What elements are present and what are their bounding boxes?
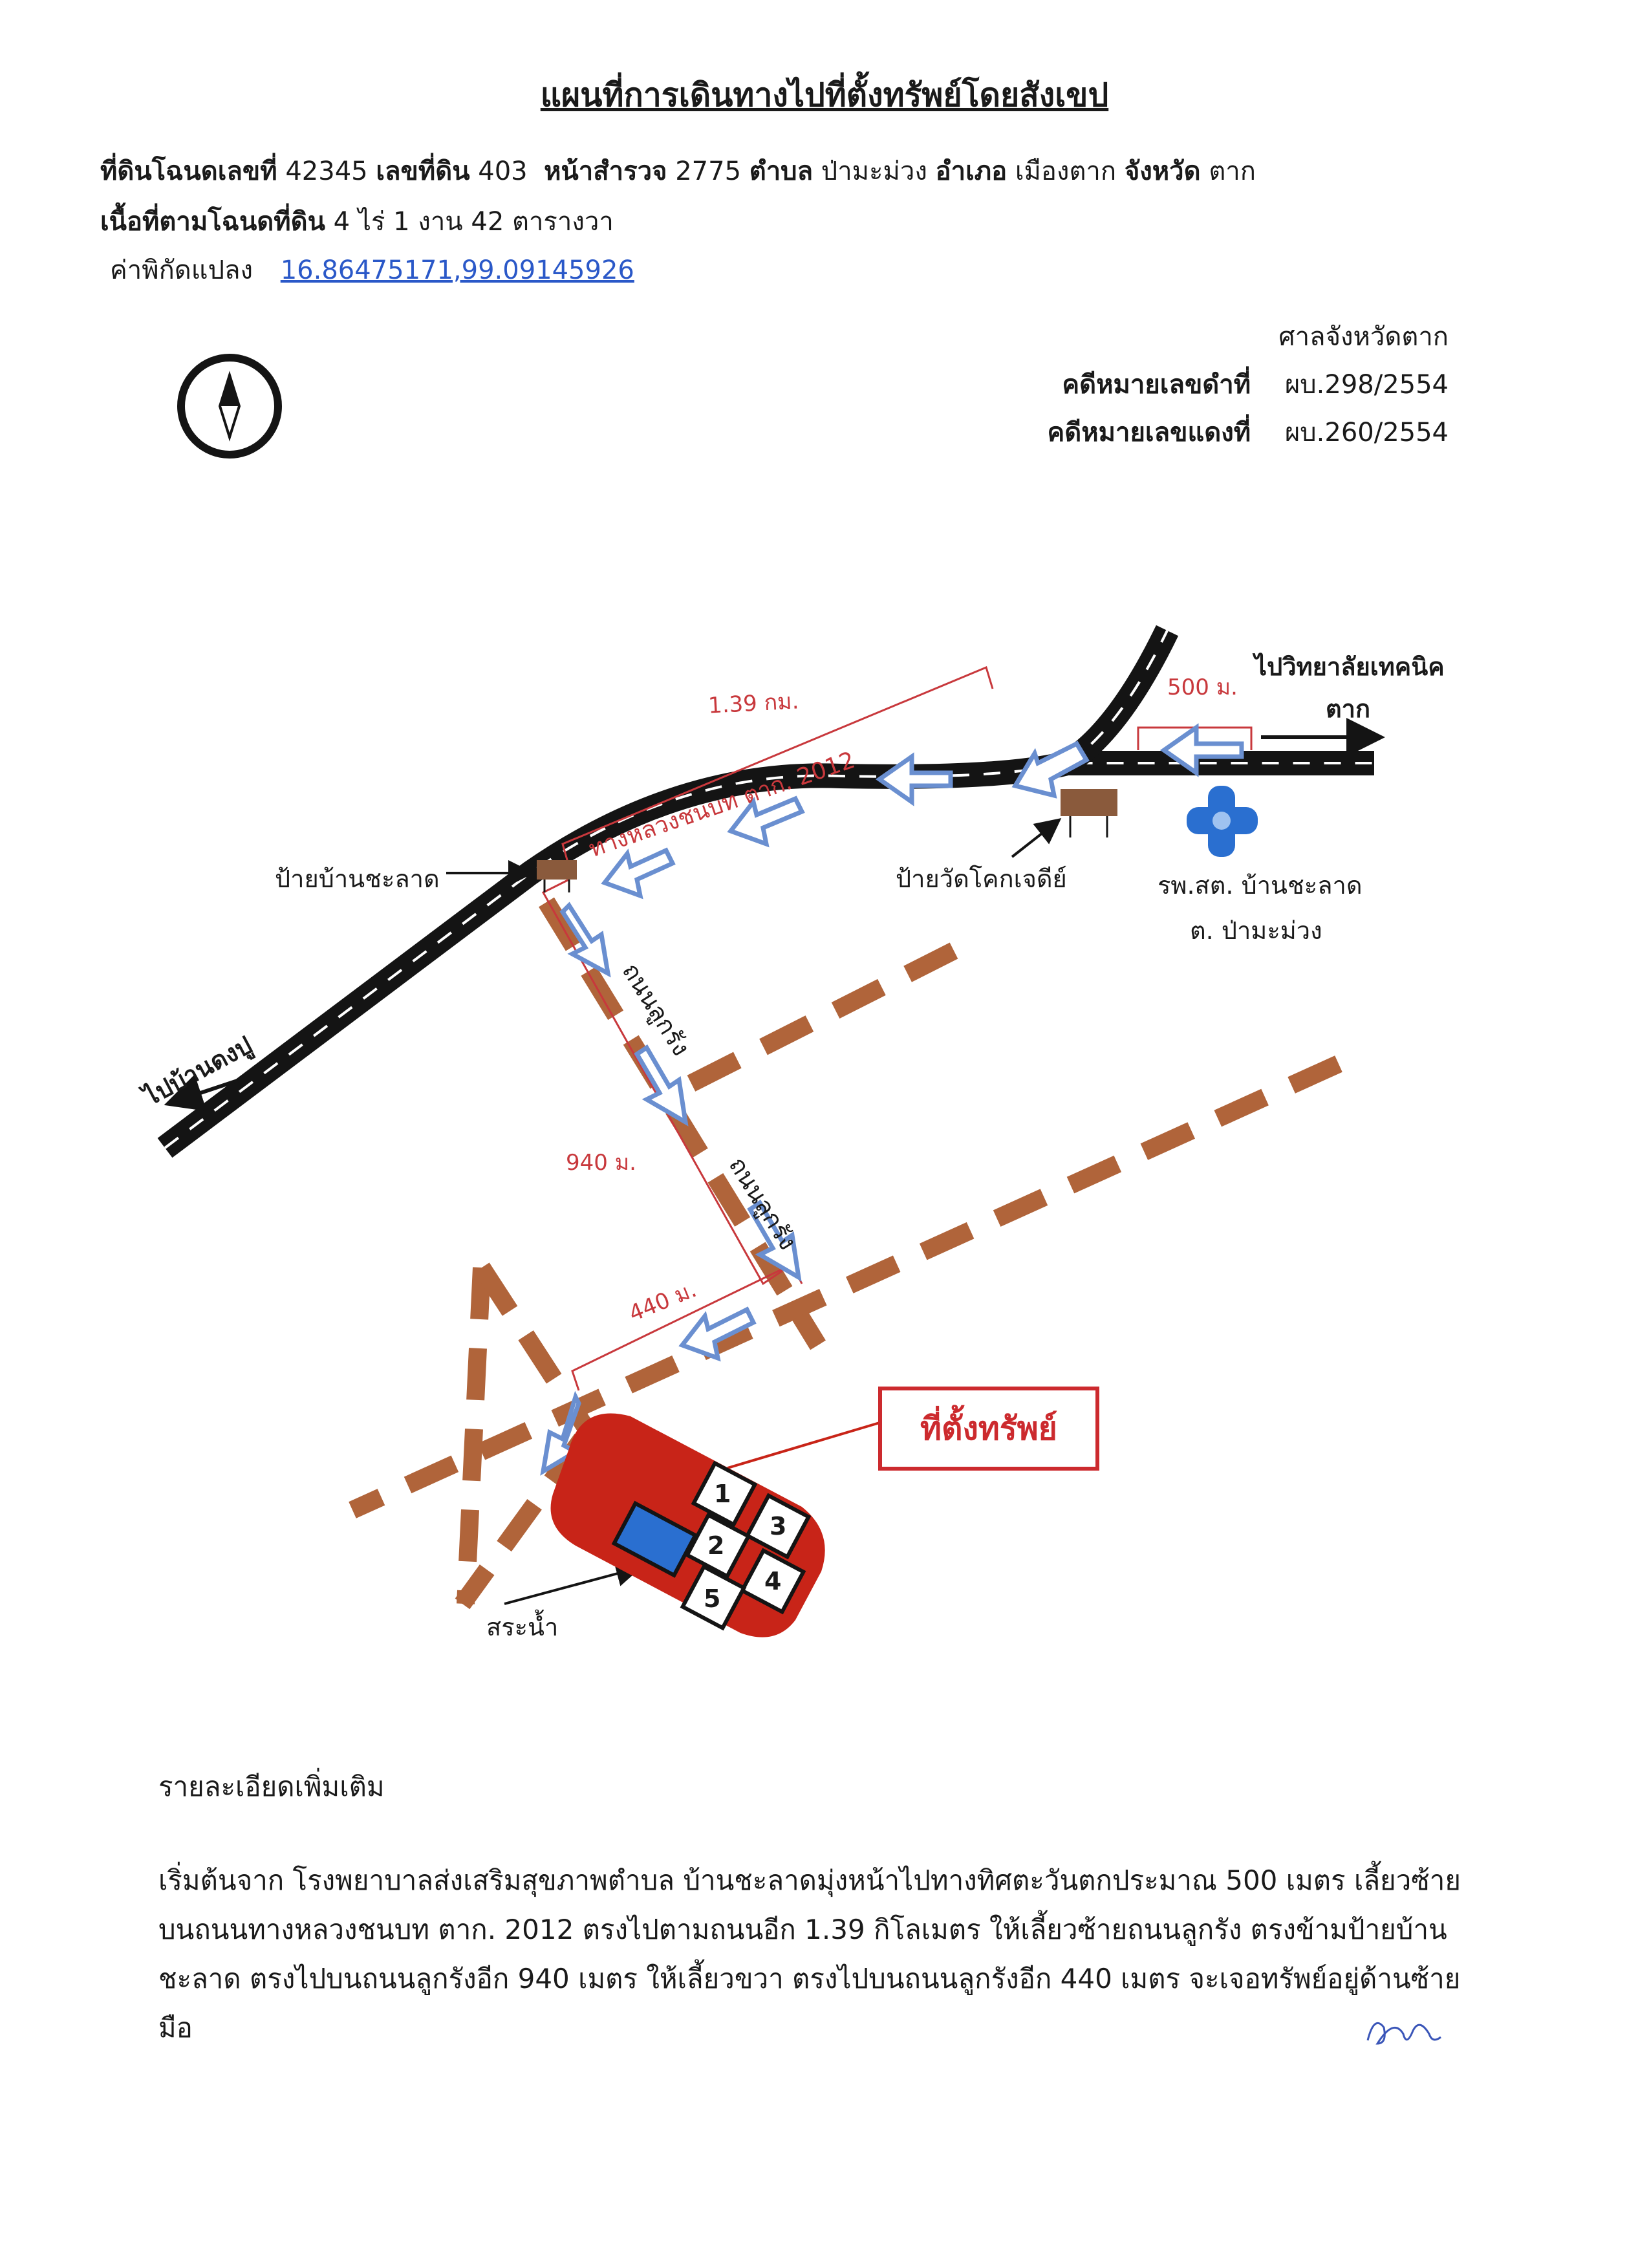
coord-link[interactable]: 16.86475171,99.09145926 xyxy=(280,255,634,285)
subdistrict: ป่ามะม่วง xyxy=(821,157,927,186)
label-hospital-2: ต. ป่ามะม่วง xyxy=(1190,916,1322,945)
red-case-line: คดีหมายเลขแดงที่ ผบ.260/2554 xyxy=(1048,411,1449,453)
red-case-no: ผบ.260/2554 xyxy=(1284,418,1449,448)
parcel-label: เลขที่ดิน xyxy=(376,157,470,186)
label-pond: สระน้ำ xyxy=(486,1613,559,1641)
signature-mark xyxy=(1366,2022,1441,2045)
province: ตาก xyxy=(1209,157,1256,186)
red-case-label: คดีหมายเลขแดงที่ xyxy=(1047,418,1251,448)
page-title: แผนที่การเดินทางไปที่ตั้งทรัพย์โดยสังเขป xyxy=(540,76,1109,114)
laterite-roads xyxy=(349,897,1342,1610)
route-arrows xyxy=(540,723,1244,1476)
label-sign-temple: ป้ายวัดโคกเจดีย์ xyxy=(896,865,1067,893)
details-heading: รายละเอียดเพิ่มเติม xyxy=(158,1771,385,1802)
province-label: จังหวัด xyxy=(1124,157,1201,186)
label-dist-500: 500 ม. xyxy=(1167,675,1238,700)
plots xyxy=(680,1460,812,1631)
label-to-college: ไปวิทยาลัยเทคนิค xyxy=(1255,653,1445,681)
plot-number: 4 xyxy=(764,1567,782,1595)
label-dist-139: 1.39 กม. xyxy=(707,688,800,719)
label-hospital-1: รพ.สต. บ้านชะลาด xyxy=(1158,871,1363,900)
pond-icon xyxy=(611,1500,698,1578)
plot-number: 1 xyxy=(714,1480,731,1508)
area-label: เนื้อที่ตามโฉนดที่ดิน xyxy=(100,207,325,237)
black-case-line: คดีหมายเลขดำที่ ผบ.298/2554 xyxy=(1062,363,1449,405)
plot-number: 2 xyxy=(707,1531,725,1560)
black-case-no: ผบ.298/2554 xyxy=(1284,370,1449,400)
label-dist-940: 940 ม. xyxy=(566,1150,636,1176)
label-sign-chalat: ป้ายบ้านชะลาด xyxy=(275,865,440,893)
details-text: เริ่มต้นจาก โรงพยาบาลส่งเสริมสุขภาพตำบล … xyxy=(158,1864,1461,2044)
land-info-line-1: ที่ดินโฉนดเลขที่ 42345 เลขที่ดิน 403 หน้… xyxy=(100,150,1256,191)
land-info-line-2: เนื้อที่ตามโฉนดที่ดิน 4 ไร่ 1 งาน 42 ตาร… xyxy=(100,200,614,242)
land-info-line-3: ค่าพิกัดแปลง 16.86475171,99.09145926 xyxy=(110,249,634,290)
district: เมืองตาก xyxy=(1015,157,1117,186)
pointer-pond xyxy=(504,1561,642,1605)
survey-no: 2775 xyxy=(675,157,742,186)
pointer-sign-temple xyxy=(1011,818,1062,858)
pointer-property xyxy=(727,1421,880,1469)
court-name: ศาลจังหวัดตาก xyxy=(1278,322,1449,352)
parcel-no: 403 xyxy=(478,157,528,186)
plot-number: 3 xyxy=(770,1512,787,1540)
compass-icon xyxy=(177,354,282,459)
plot-number: 5 xyxy=(704,1584,721,1613)
black-case-label: คดีหมายเลขดำที่ xyxy=(1062,370,1251,400)
deed-label: ที่ดินโฉนดเลขที่ xyxy=(100,157,277,186)
deed-no: 42345 xyxy=(285,157,368,186)
coord-label: ค่าพิกัดแปลง xyxy=(110,255,253,285)
sign-temple-icon xyxy=(1061,789,1117,837)
sign-chalat-icon xyxy=(537,860,577,892)
hospital-cross-icon xyxy=(1187,786,1258,857)
survey-label: หน้าสำรวจ xyxy=(544,157,667,186)
label-to-college-2: ตาก xyxy=(1326,695,1371,723)
area-value: 4 ไร่ 1 งาน 42 ตารางวา xyxy=(333,207,614,237)
arrow-to-ban-dong-pu xyxy=(164,1074,250,1112)
district-label: อำเภอ xyxy=(935,157,1008,186)
property-label: ที่ตั้งทรัพย์ xyxy=(878,1387,1099,1471)
subdistrict-label: ตำบล xyxy=(749,157,814,186)
